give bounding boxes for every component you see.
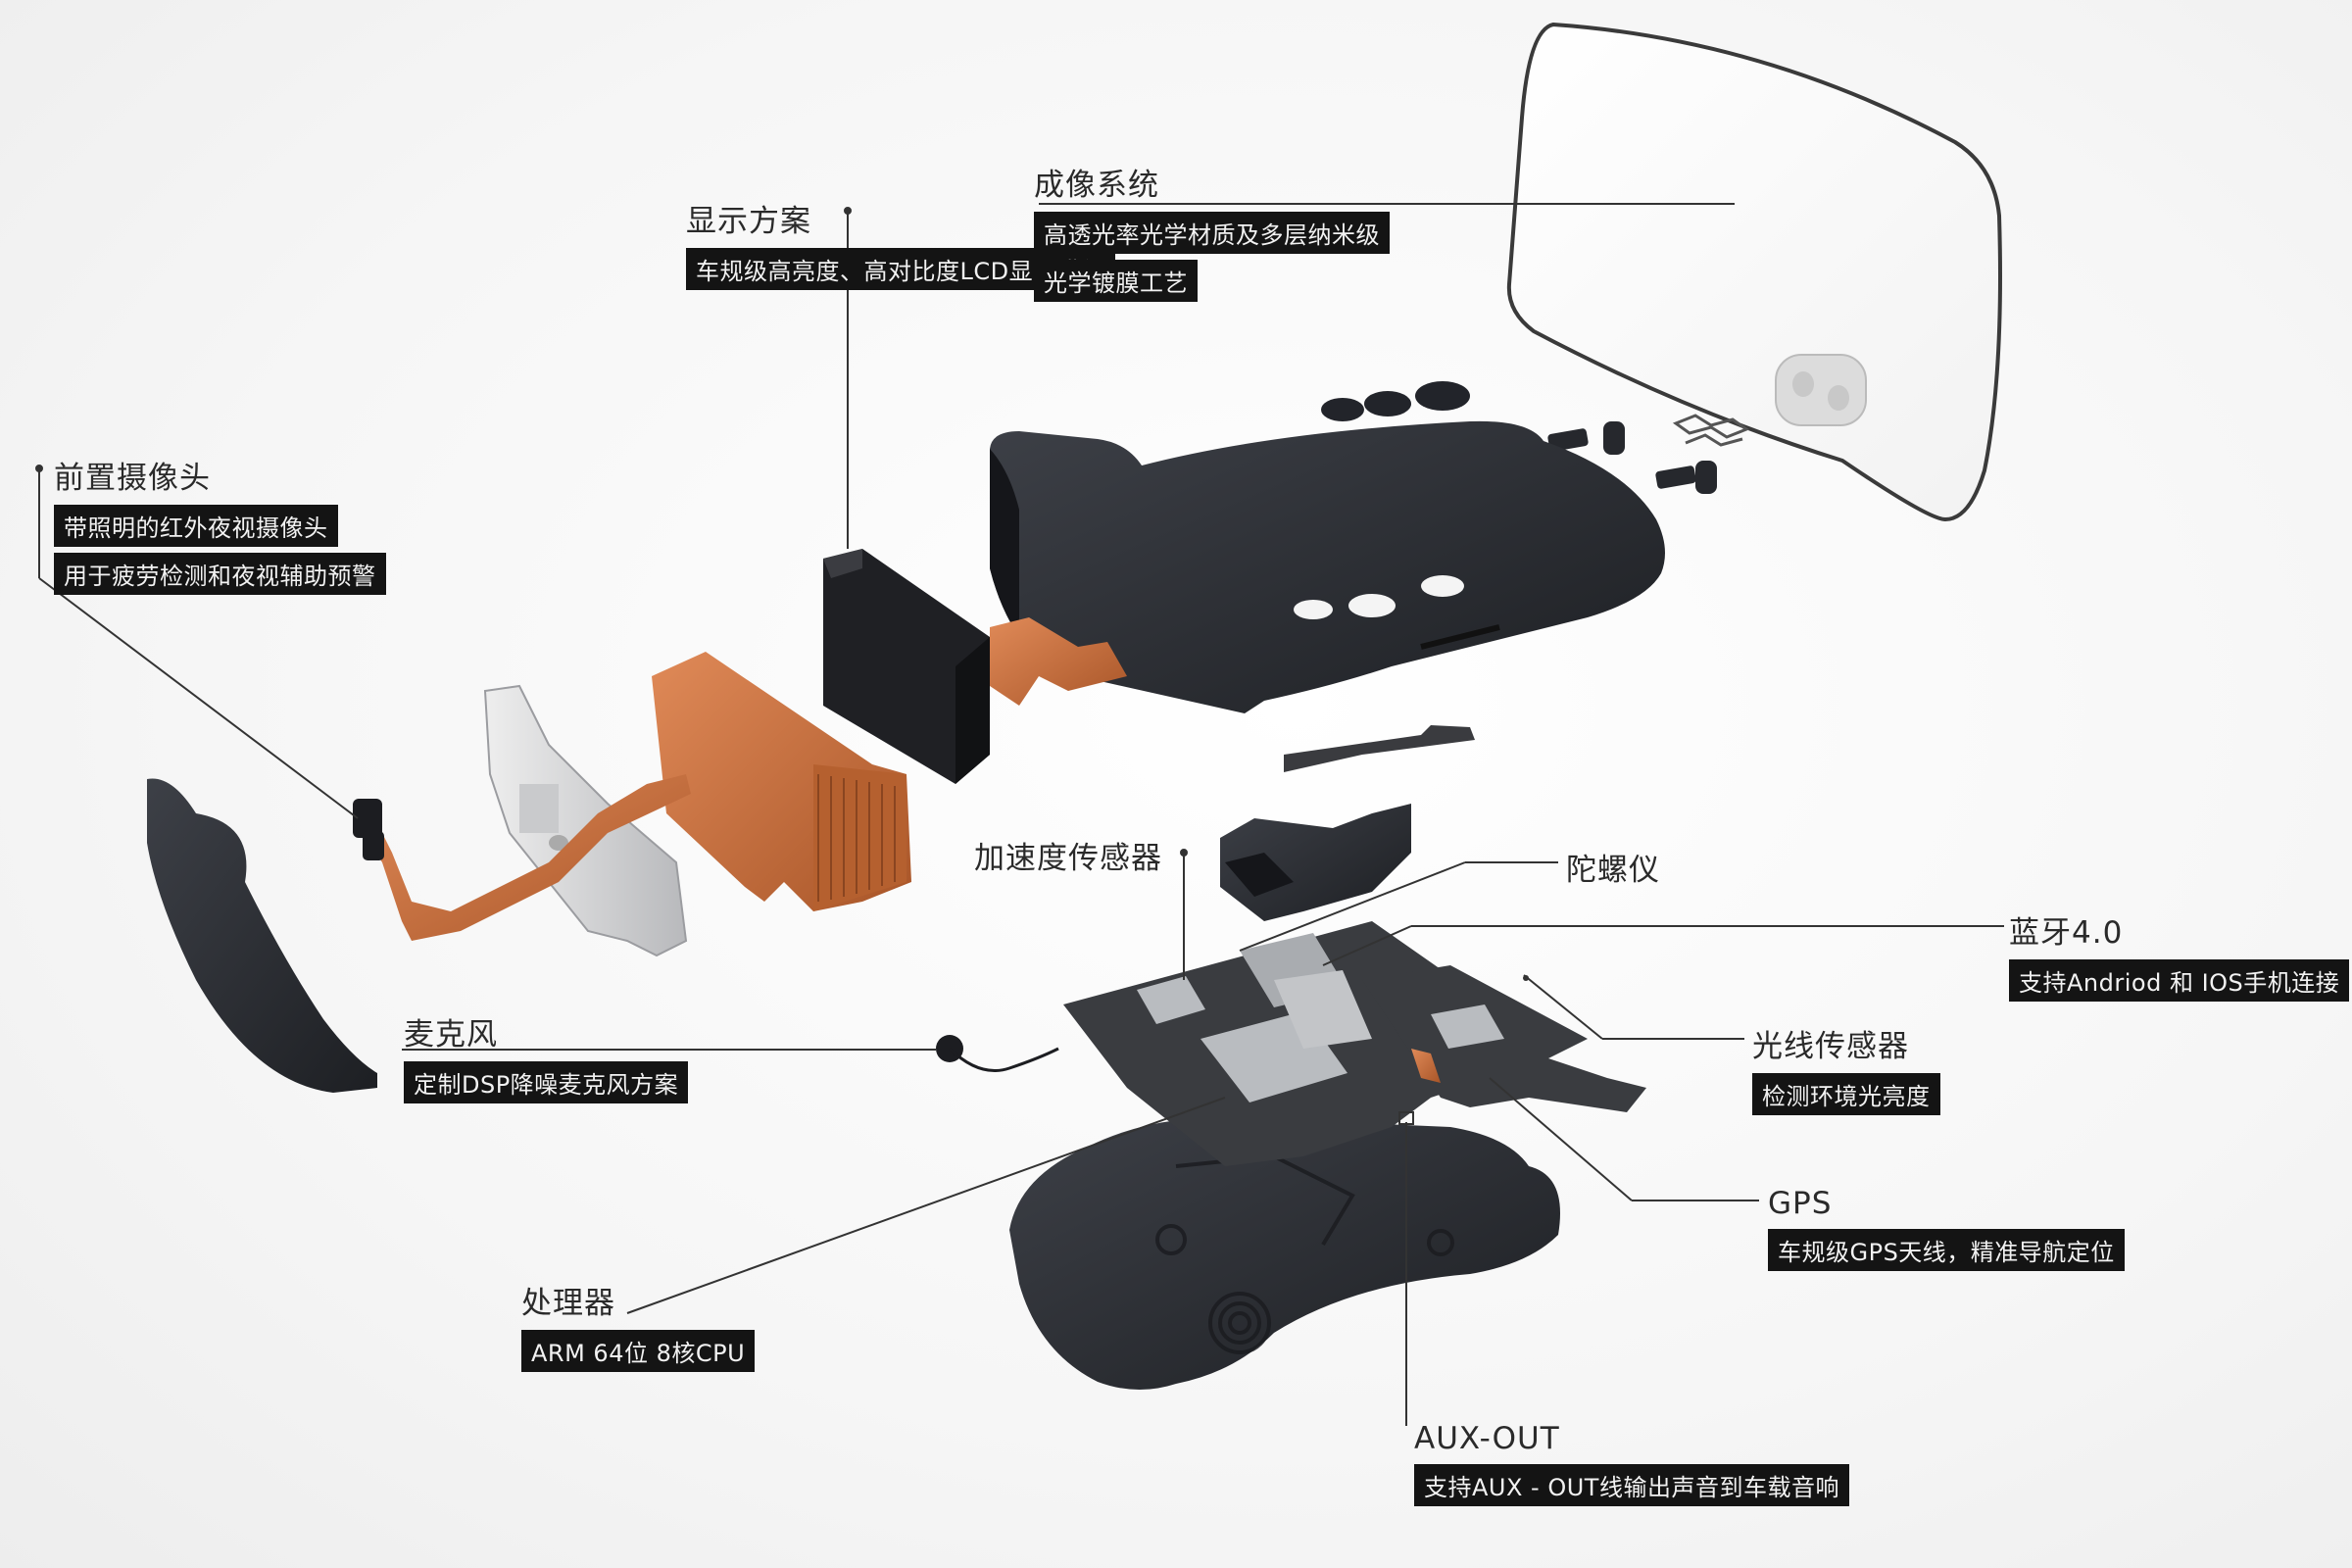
gps-desc: 车规级GPS天线，精准导航定位 (1768, 1229, 2125, 1271)
processor-title: 处理器 (521, 1286, 615, 1321)
gps-flex (1411, 1049, 1441, 1083)
metal-bracket (483, 684, 688, 957)
accelerometer-title: 加速度传感器 (974, 841, 1162, 876)
aux-out-title: AUX-OUT (1414, 1421, 1560, 1456)
bluetooth-desc: 支持Andriod 和 IOS手机连接 (2009, 959, 2350, 1002)
light-sensor-title: 光线传感器 (1752, 1029, 1909, 1064)
callout-imaging: 成像系统 高透光率光学材质及多层纳米级 光学镀膜工艺 (1034, 160, 1390, 302)
display-title: 显示方案 (686, 204, 811, 239)
hinge-parts (1547, 414, 1750, 494)
top-housing (990, 420, 1665, 713)
imaging-desc-2: 光学镀膜工艺 (1034, 260, 1198, 302)
gyroscope-title: 陀螺仪 (1566, 853, 1660, 888)
microphone-title: 麦克风 (404, 1017, 498, 1053)
callout-accelerometer: 加速度传感器 (974, 833, 1162, 877)
camera-module (353, 799, 384, 860)
callout-gps: GPS 车规级GPS天线，精准导航定位 (1768, 1186, 2125, 1271)
leader-lines (35, 203, 2004, 1426)
callout-gyroscope: 陀螺仪 (1566, 845, 1660, 889)
combiner-glass (1506, 22, 2002, 522)
imaging-title: 成像系统 (1034, 168, 1159, 203)
rubber-feet (1321, 381, 1470, 421)
callout-bluetooth: 蓝牙4.0 支持Andriod 和 IOS手机连接 (2009, 907, 2350, 1002)
bluetooth-title: 蓝牙4.0 (2009, 915, 2124, 951)
callout-light-sensor: 光线传感器 检测环境光亮度 (1752, 1021, 1940, 1115)
processor-desc: ARM 64位 8核CPU (521, 1330, 756, 1372)
aux-out-desc: 支持AUX - OUT线输出声音到车载音响 (1414, 1464, 1849, 1506)
front-bezel (147, 778, 377, 1093)
lcd-module (823, 549, 990, 784)
imaging-desc-1: 高透光率光学材质及多层纳米级 (1034, 212, 1390, 254)
callout-microphone: 麦克风 定制DSP降噪麦克风方案 (404, 1009, 689, 1103)
gps-title: GPS (1768, 1186, 1833, 1221)
callout-aux-out: AUX-OUT 支持AUX - OUT线输出声音到车载音响 (1414, 1421, 1849, 1506)
display-flex (990, 617, 1127, 706)
front-camera-desc-1: 带照明的红外夜视摄像头 (54, 505, 338, 547)
camera-flex (363, 774, 691, 941)
front-camera-title: 前置摄像头 (54, 461, 211, 496)
microphone-desc: 定制DSP降噪麦克风方案 (404, 1061, 689, 1103)
heat-sink (652, 652, 911, 911)
callout-processor: 处理器 ARM 64位 8核CPU (521, 1278, 756, 1372)
light-sensor-desc: 检测环境光亮度 (1752, 1073, 1940, 1115)
callout-front-camera: 前置摄像头 带照明的红外夜视摄像头 用于疲劳检测和夜视辅助预警 (54, 453, 386, 595)
speaker-box (1220, 804, 1411, 921)
front-camera-desc-2: 用于疲劳检测和夜视辅助预警 (54, 553, 386, 595)
flex-cable-top (1284, 725, 1475, 772)
